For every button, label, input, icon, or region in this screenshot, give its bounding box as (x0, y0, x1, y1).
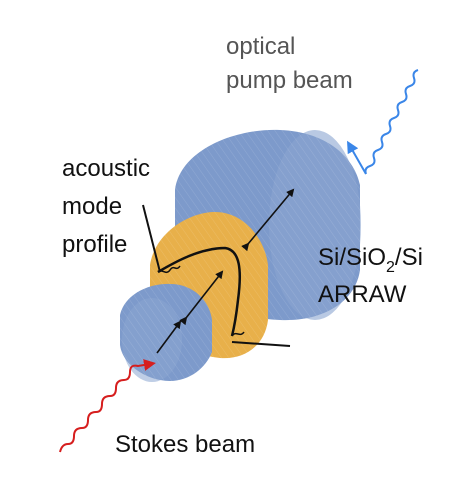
displacement-arrow-middle (179, 270, 224, 326)
acoustic-label-line3: profile (62, 231, 127, 258)
stokes-beam-wave (59, 359, 156, 453)
material-leader-line (231, 341, 291, 347)
stokes-label: Stokes beam (115, 431, 255, 458)
displacement-arrow-lower (156, 320, 182, 354)
material-label-line2: ARRAW (318, 281, 407, 308)
acoustic-leader-line (142, 204, 161, 273)
material-label-line1: Si/SiO2/Si (318, 244, 423, 276)
pump-beam-wave (347, 69, 419, 175)
acoustic-label-line2: mode (62, 193, 122, 220)
front-cylinder (120, 283, 212, 382)
material-prefix: Si/SiO (318, 244, 386, 271)
displacement-arrow-upper (241, 188, 295, 252)
pump-label-line2: pump beam (226, 67, 353, 94)
acoustic-mode-curve (157, 246, 245, 337)
pump-label-line1: optical (226, 33, 295, 60)
material-subscript: 2 (386, 259, 395, 276)
material-suffix: /Si (395, 244, 423, 271)
acoustic-label-line1: acoustic (62, 155, 150, 182)
